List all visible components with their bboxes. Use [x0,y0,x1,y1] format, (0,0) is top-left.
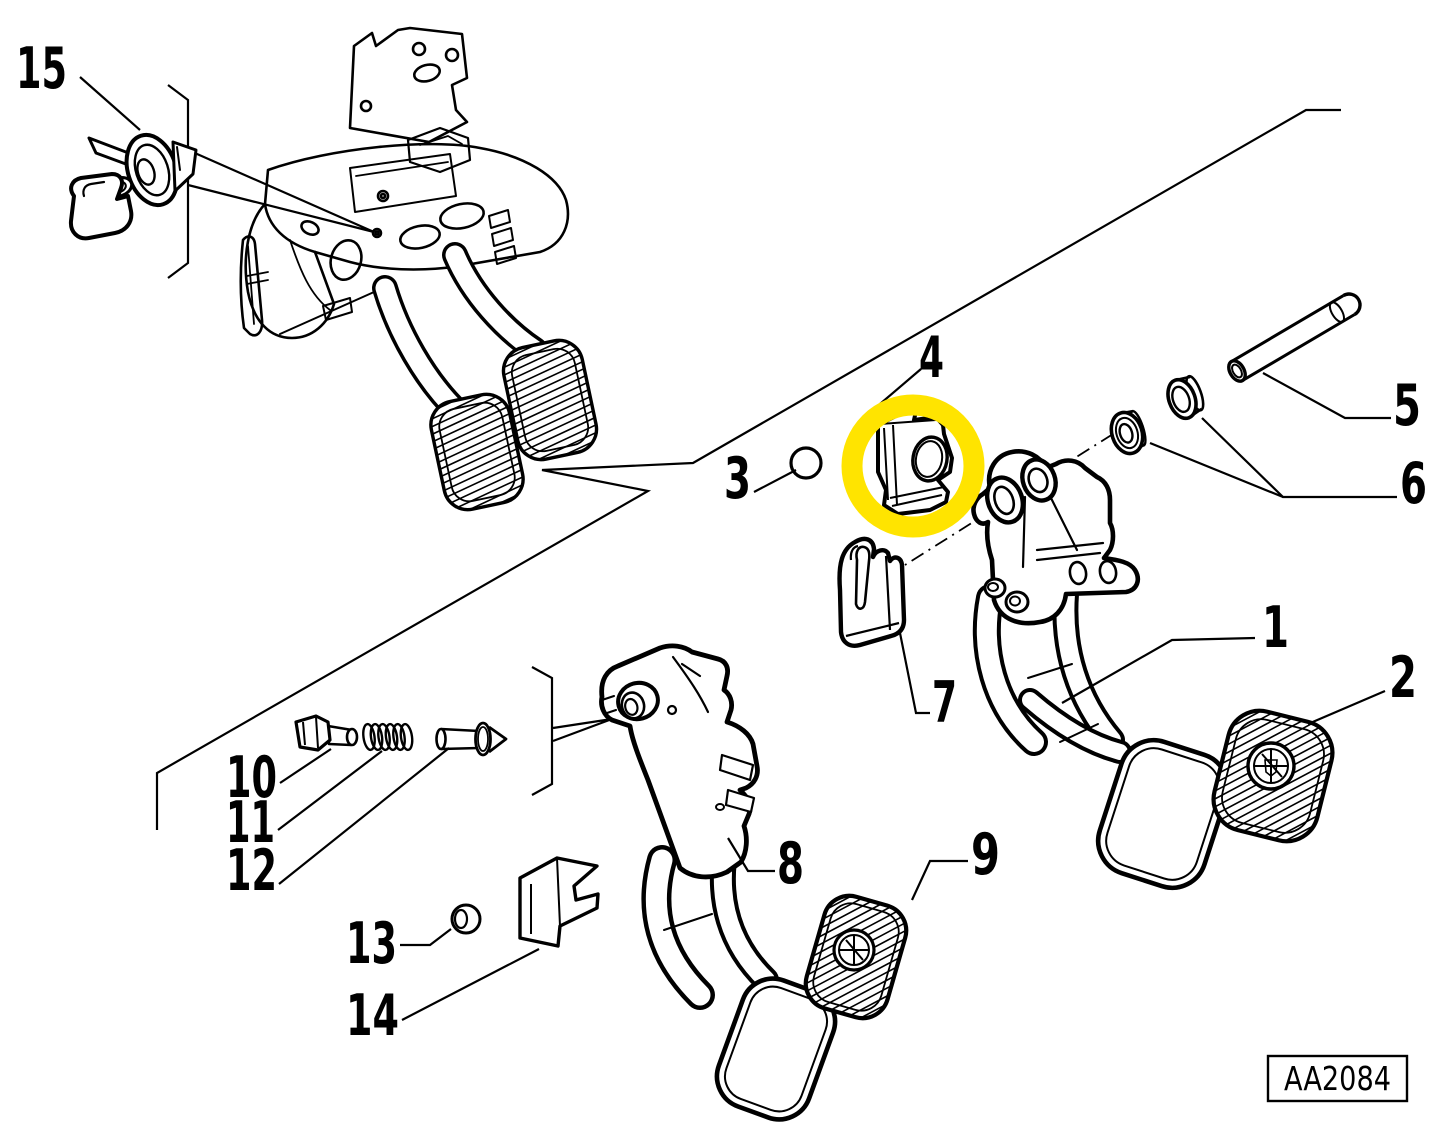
callout-4: 4 [919,325,944,391]
leader-part-14 [401,948,540,1021]
drawing-code: AA2084 [1284,1059,1391,1098]
part-9-pedal-pad [799,889,913,1025]
part-12-pin [435,721,508,757]
leader-part-1 [1061,636,1256,704]
assembly-pedal-pad-left [426,389,528,515]
grouping-bracket-part15 [167,84,375,279]
leader-part-6b [1149,441,1284,499]
locator-wedge-part15 [187,148,375,234]
brand-emblem-icon [1246,741,1296,791]
callout-labels: 1 2 3 4 5 6 7 8 9 10 11 12 13 14 15 [16,36,1427,1049]
leader-part-2 [1307,689,1386,726]
leader-part-3 [753,469,797,493]
leader-part-13 [400,928,452,947]
pedal-box-assembly [239,26,570,425]
leader-part-4 [879,368,922,405]
callout-5: 5 [1393,373,1421,439]
assembly-pedal-pad-right [499,335,601,465]
callout-3: 3 [724,446,751,512]
callout-7: 7 [932,670,957,736]
callout-10: 10 [226,745,277,811]
callout-11: 11 [226,790,275,856]
highlight-ring [841,394,985,538]
leader-part-15 [79,76,141,131]
locator-wedge-parts10-12 [552,717,613,743]
part-4-retainer-clip [876,409,954,516]
leader-part-8 [727,837,775,873]
callout-2: 2 [1389,645,1417,711]
leader-part-7 [898,632,930,715]
leader-part-9 [911,859,968,901]
brand-emblem-icon [832,928,876,972]
leader-part-6a [1201,417,1397,499]
part-6-bushing [1166,374,1205,421]
part-11-spring [362,722,414,752]
callout-1: 1 [1262,595,1289,661]
part-15-switch-clip [68,132,198,241]
callout-8: 8 [777,831,804,897]
drawing-code-box: AA2084 [1266,1054,1409,1103]
part-7-spring-clip [837,536,907,648]
leader-part-5 [1262,372,1391,420]
callout-9: 9 [971,822,1000,888]
leader-part-12 [278,747,450,885]
part-1-brake-pedal [971,449,1231,891]
part-3-washer [789,446,823,480]
callout-12: 12 [226,838,277,904]
callout-6: 6 [1400,451,1427,517]
part-10-bolt [294,714,359,752]
callout-14: 14 [346,983,399,1049]
callout-15: 15 [16,36,67,102]
part-6-washer [1109,409,1147,456]
part-13-grommet [450,903,482,935]
part-8-clutch-pedal [599,643,838,1122]
part-5-pivot-pin [1227,292,1362,383]
callout-13: 13 [346,911,397,977]
part-14-bracket [518,856,600,948]
leader-part-10 [279,748,332,784]
part-2-pedal-pad [1206,703,1340,849]
leader-part-11 [277,750,383,831]
section-divider-line [155,108,1341,830]
